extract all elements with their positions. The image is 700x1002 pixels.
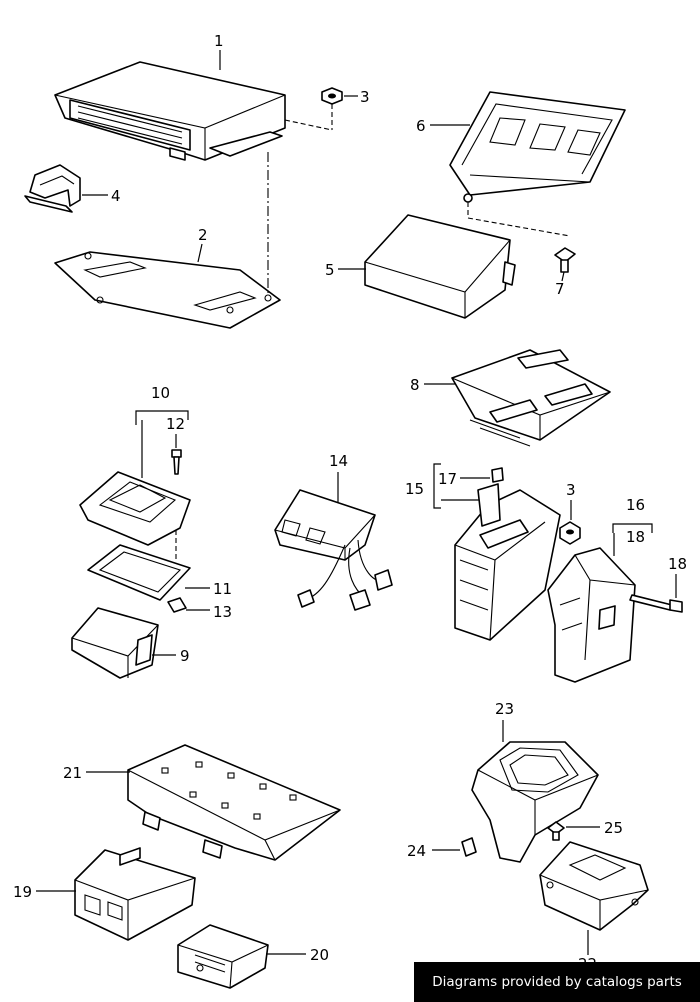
part-21-tray[interactable] bbox=[127, 744, 341, 861]
footer-credit: Diagrams provided by catalogs parts bbox=[414, 962, 700, 1002]
part-16-cover[interactable] bbox=[547, 547, 636, 683]
leader-2 bbox=[197, 243, 203, 263]
part-8-module[interactable] bbox=[451, 349, 611, 447]
part-25-screw[interactable] bbox=[547, 821, 565, 841]
part-14-module-harness[interactable] bbox=[274, 489, 393, 611]
callout-7: 7 bbox=[555, 280, 565, 298]
part-13-clip[interactable] bbox=[167, 597, 187, 613]
callout-3-bottom: 3 bbox=[566, 481, 576, 499]
callout-15: 15 bbox=[405, 480, 424, 498]
part-3-nut-bottom[interactable] bbox=[559, 521, 581, 545]
callout-21: 21 bbox=[63, 764, 82, 782]
callout-20: 20 bbox=[310, 946, 329, 964]
callout-4: 4 bbox=[111, 187, 121, 205]
callout-12: 12 bbox=[166, 415, 185, 433]
part-6-mounting-frame[interactable] bbox=[449, 91, 626, 203]
callout-3-top: 3 bbox=[360, 88, 370, 106]
callout-11: 11 bbox=[213, 580, 232, 598]
callout-19: 19 bbox=[13, 883, 32, 901]
part-7-screw[interactable] bbox=[554, 247, 576, 273]
callout-25: 25 bbox=[604, 819, 623, 837]
part-23-bracket[interactable] bbox=[471, 741, 599, 863]
part-2-bracket-plate[interactable] bbox=[54, 251, 281, 329]
callout-8: 8 bbox=[410, 376, 420, 394]
part-12-screw[interactable] bbox=[171, 449, 182, 475]
callout-17: 17 bbox=[438, 470, 457, 488]
part-1-control-unit[interactable] bbox=[54, 61, 286, 161]
dash-6b bbox=[467, 217, 571, 237]
part-20-module[interactable] bbox=[177, 924, 269, 989]
bracket-10 bbox=[135, 410, 189, 425]
part-19-relay-module[interactable] bbox=[74, 847, 196, 941]
callout-18: 18 bbox=[668, 555, 687, 573]
callout-13: 13 bbox=[213, 603, 232, 621]
part-22-control-unit[interactable] bbox=[539, 841, 649, 931]
callout-5: 5 bbox=[325, 261, 335, 279]
bracket-15 bbox=[433, 463, 441, 509]
callout-18-group: 18 bbox=[626, 528, 645, 546]
part-18-screw[interactable] bbox=[629, 594, 683, 613]
part-10-cover[interactable] bbox=[79, 471, 191, 546]
callout-6: 6 bbox=[416, 117, 426, 135]
dash-3b bbox=[284, 119, 333, 131]
callout-14: 14 bbox=[329, 452, 348, 470]
callout-2: 2 bbox=[198, 226, 208, 244]
callout-1: 1 bbox=[214, 32, 224, 50]
callout-9: 9 bbox=[180, 647, 190, 665]
bracket-16 bbox=[612, 523, 653, 533]
leader-7 bbox=[561, 271, 565, 282]
callout-24: 24 bbox=[407, 842, 426, 860]
part-17-clip[interactable] bbox=[491, 467, 504, 483]
callout-23: 23 bbox=[495, 700, 514, 718]
part-15-control-unit[interactable] bbox=[454, 483, 561, 641]
part-3-nut-top[interactable] bbox=[321, 87, 343, 105]
callout-10: 10 bbox=[151, 384, 170, 402]
part-11-gasket[interactable] bbox=[87, 544, 191, 601]
part-24-clip[interactable] bbox=[461, 837, 477, 857]
part-5-module-box[interactable] bbox=[364, 214, 516, 319]
part-4-clip[interactable] bbox=[24, 164, 81, 213]
part-9-control-unit[interactable] bbox=[71, 607, 159, 679]
callout-16: 16 bbox=[626, 496, 645, 514]
